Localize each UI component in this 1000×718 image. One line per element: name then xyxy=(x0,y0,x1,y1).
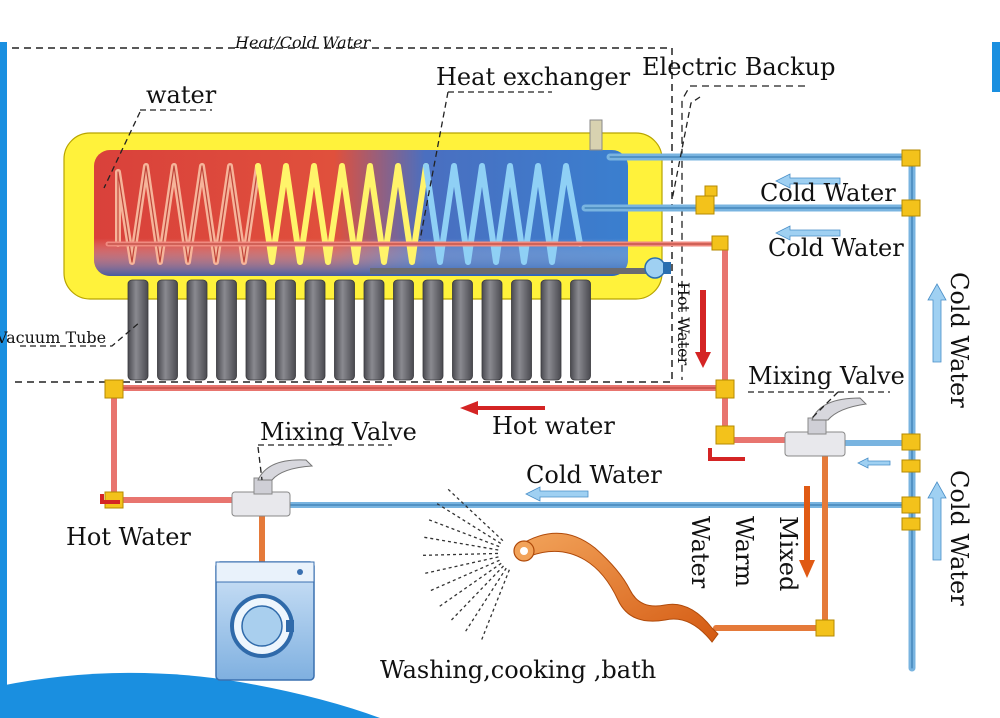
electric-backup-leader xyxy=(681,85,805,380)
hot-arrow-left xyxy=(460,401,545,415)
spray-line xyxy=(437,562,502,608)
cold-arrow-top2 xyxy=(775,225,841,241)
vacuum-tube xyxy=(570,279,591,381)
pipe-fittings xyxy=(104,149,921,637)
mixed-arrow-down xyxy=(799,486,815,578)
vacuum-tube xyxy=(216,279,237,381)
vacuum-tubes xyxy=(127,279,591,381)
label-warm-word1: Warm xyxy=(730,516,758,587)
left-accent-bar xyxy=(0,42,7,718)
tank-vent xyxy=(589,119,603,151)
cold-arrow-top1 xyxy=(775,173,841,189)
label-hot-water-left: Hot Water xyxy=(66,523,191,551)
spray-line xyxy=(423,556,499,575)
top-cut-label: Heat/Cold Water xyxy=(234,33,372,52)
vacuum-tube xyxy=(393,279,414,381)
flow-arrows xyxy=(100,173,947,578)
spray-line xyxy=(427,518,500,548)
label-cold-water-top1: Cold Water xyxy=(760,179,896,207)
vacuum-tube xyxy=(422,279,444,381)
vacuum-tube xyxy=(363,279,385,381)
label-heat-exchanger: Heat exchanger xyxy=(436,63,631,91)
label-water: water xyxy=(146,81,217,109)
shower-spray xyxy=(421,487,510,642)
vacuum-tube xyxy=(540,279,562,381)
vacuum-tube xyxy=(186,279,208,381)
spray-line xyxy=(421,552,499,557)
vacuum-tube xyxy=(511,279,532,381)
spray-line xyxy=(435,502,502,545)
hot-pipe-right-drop xyxy=(712,241,728,391)
spray-line xyxy=(480,569,510,642)
spray-line xyxy=(428,559,500,592)
washing-machine-icon xyxy=(215,561,315,681)
hot-arrow-small xyxy=(708,448,745,461)
label-hot-water-vertical: Hot Water xyxy=(674,282,693,366)
heat-exchanger-coil xyxy=(105,163,723,265)
dashed-frame xyxy=(12,47,673,383)
mixing-valve-icon xyxy=(231,459,314,517)
vacuum-tube xyxy=(127,279,149,381)
vacuum-tube xyxy=(245,279,267,381)
vacuum-tube xyxy=(157,279,178,381)
label-cold-water-top2: Cold Water xyxy=(768,234,904,262)
hot-arrow-left-bend xyxy=(100,494,120,504)
cold-arrow-middle xyxy=(525,486,589,502)
spray-line xyxy=(449,565,504,622)
label-washing: Washing,cooking ,bath xyxy=(380,656,656,684)
vacuum-tube xyxy=(275,279,296,381)
label-warm-word2: Water xyxy=(686,516,714,589)
label-electric-backup: Electric Backup xyxy=(642,53,835,81)
vacuum-tube xyxy=(481,279,503,381)
cold-arrow-up-upper xyxy=(927,283,947,363)
spray-line xyxy=(464,567,507,634)
coil-red-section-shadow xyxy=(117,165,259,263)
label-cold-water-middle: Cold Water xyxy=(526,461,662,489)
leader-lines xyxy=(20,91,890,481)
coil-yellow-section xyxy=(255,163,429,265)
label-mixing-valve-left: Mixing Valve xyxy=(260,418,417,446)
vacuum-tube xyxy=(304,279,326,381)
label-cold-water-right-lower: Cold Water xyxy=(945,470,973,606)
label-mixed-word1: Mixed xyxy=(774,516,802,591)
hot-pipe-mixing-right xyxy=(722,385,793,443)
label-mixing-valve-right: Mixing Valve xyxy=(748,362,905,390)
label-cold-water-right-upper: Cold Water xyxy=(945,272,973,408)
hot-arrow-down xyxy=(695,290,711,368)
vacuum-tube xyxy=(334,279,355,381)
spray-line xyxy=(422,536,499,551)
mixing-valve-icon xyxy=(784,397,868,457)
cold-arrow-small xyxy=(857,457,891,469)
sensor-bar xyxy=(370,268,650,274)
electric-backup-icon xyxy=(644,257,671,279)
cold-arrow-up-lower xyxy=(927,481,947,561)
spray-line xyxy=(446,487,504,542)
bottom-wave xyxy=(0,672,380,718)
label-hot-water-middle: Hot water xyxy=(492,412,615,440)
hot-pipe-left-drop xyxy=(111,385,238,503)
top-right-accent-bar xyxy=(992,42,1000,92)
label-vacuum-tube: Vacuum Tube xyxy=(0,328,106,347)
vacuum-tube xyxy=(452,279,473,381)
shower-hose-icon xyxy=(513,532,719,643)
